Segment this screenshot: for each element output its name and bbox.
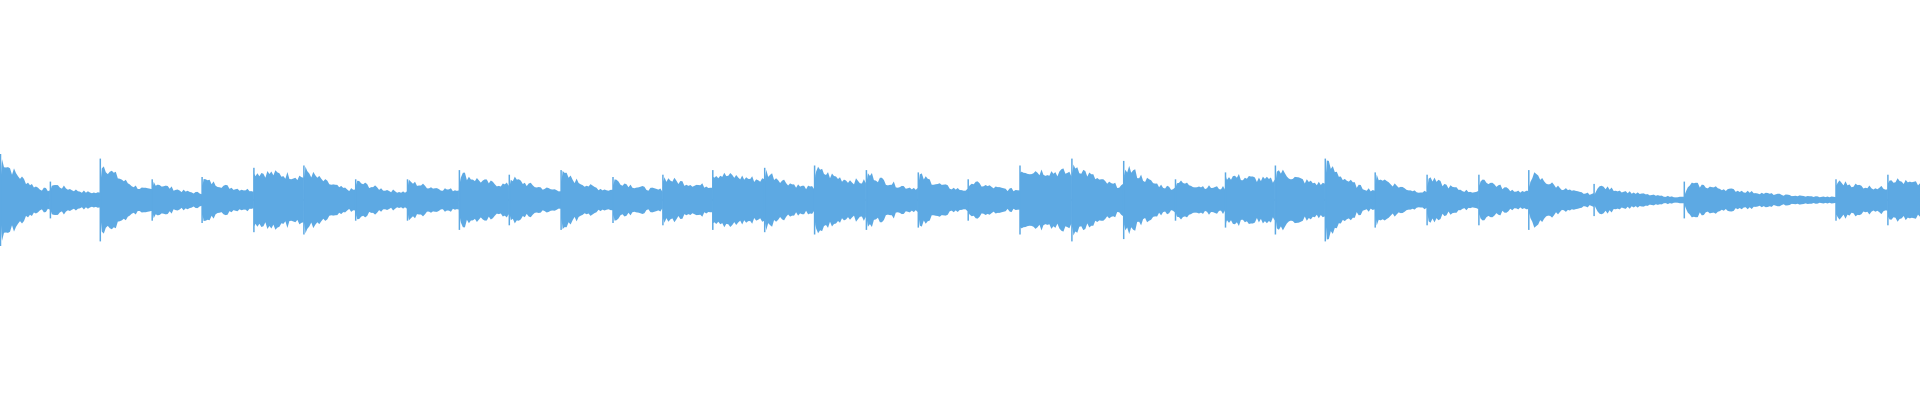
waveform-segment xyxy=(1887,178,1920,222)
waveform-segment xyxy=(508,176,561,224)
waveform-segment xyxy=(865,173,918,227)
waveform-segment xyxy=(1593,185,1684,215)
waveform-segment xyxy=(1225,173,1275,227)
waveform-segment xyxy=(1019,168,1072,232)
waveform-segment xyxy=(967,181,1020,219)
waveform-segment xyxy=(151,181,202,219)
waveform-segment xyxy=(814,166,866,234)
waveform-segment xyxy=(1478,179,1529,221)
waveform-segment xyxy=(1835,180,1888,220)
waveform-segment xyxy=(458,172,509,228)
waveform-segment xyxy=(1324,160,1375,240)
waveform-segment xyxy=(1274,169,1325,231)
waveform-channel xyxy=(0,154,1920,246)
waveform-segment xyxy=(253,170,304,230)
waveform-segment xyxy=(1175,180,1225,220)
waveform-segment xyxy=(612,179,663,221)
waveform-segment xyxy=(0,159,50,241)
waveform-segment xyxy=(355,180,407,220)
waveform-segment xyxy=(99,166,152,234)
waveform-segment xyxy=(1683,182,1836,218)
waveform-segment xyxy=(1071,164,1124,236)
waveform-segment xyxy=(407,179,459,221)
waveform-segment xyxy=(201,179,254,221)
waveform-segment xyxy=(1426,177,1479,223)
waveform-segment xyxy=(1528,172,1594,228)
waveform-segment xyxy=(917,173,968,227)
waveform-segment xyxy=(1374,174,1427,226)
waveform-segment xyxy=(1123,165,1175,235)
waveform-segment xyxy=(49,185,100,215)
waveform-segment xyxy=(662,177,713,223)
waveform-segment xyxy=(764,169,815,231)
waveform-segment xyxy=(560,170,613,230)
waveform-segment xyxy=(303,166,356,234)
waveform-segment xyxy=(712,172,765,228)
